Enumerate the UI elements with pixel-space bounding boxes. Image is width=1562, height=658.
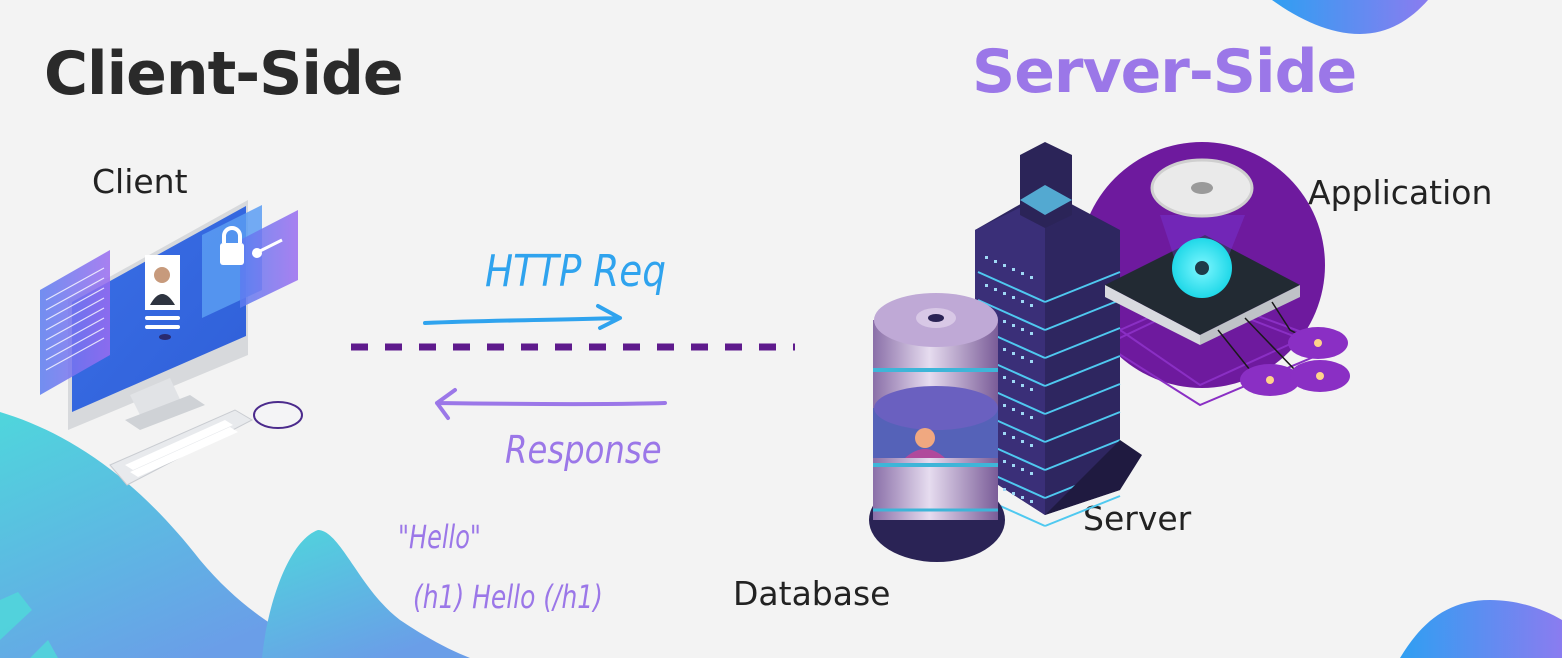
rack-led bbox=[1021, 356, 1024, 359]
blob-bottom-right bbox=[1400, 600, 1562, 658]
rack-led bbox=[1021, 272, 1024, 275]
rack-led bbox=[1003, 292, 1006, 295]
rack-slot-divider bbox=[1044, 495, 1121, 527]
rack-led bbox=[1012, 352, 1015, 355]
rack-led bbox=[1030, 332, 1033, 335]
rack-led bbox=[1003, 404, 1006, 407]
rack-led bbox=[1030, 472, 1033, 475]
rack-led bbox=[1003, 348, 1006, 351]
rack-led bbox=[1003, 264, 1006, 267]
rack-slot-divider bbox=[1044, 271, 1121, 303]
rack-slot-divider bbox=[1044, 299, 1121, 331]
blob-bottom-left-2 bbox=[262, 530, 470, 658]
rack-led bbox=[985, 256, 988, 259]
rack-led bbox=[1003, 460, 1006, 463]
rack-led bbox=[1030, 360, 1033, 363]
rack-led bbox=[994, 260, 997, 263]
rack-led bbox=[994, 288, 997, 291]
rack-slot-divider bbox=[1044, 355, 1121, 387]
rack-led bbox=[1030, 444, 1033, 447]
rack-led bbox=[1030, 388, 1033, 391]
server-rack-icon bbox=[975, 142, 1142, 527]
rack-led bbox=[1003, 488, 1006, 491]
rack-led bbox=[1012, 436, 1015, 439]
rack-led bbox=[1012, 380, 1015, 383]
rack-led bbox=[1021, 468, 1024, 471]
client-label: Client bbox=[92, 162, 188, 201]
response-arrow bbox=[435, 388, 667, 420]
rack-led bbox=[1012, 492, 1015, 495]
example-html-annotation: (h1) Hello (/h1) bbox=[413, 578, 603, 616]
rack-led bbox=[1012, 464, 1015, 467]
rack-slot-divider bbox=[1044, 439, 1121, 471]
server-side-heading: Server-Side bbox=[972, 37, 1357, 107]
rack-slot-divider bbox=[1044, 383, 1121, 415]
rack-led bbox=[1012, 408, 1015, 411]
server-label: Server bbox=[1083, 499, 1192, 538]
rack-led bbox=[1012, 268, 1015, 271]
rack-led bbox=[1021, 496, 1024, 499]
response-annotation: Response bbox=[505, 428, 662, 472]
rack-led bbox=[1003, 376, 1006, 379]
rack-led bbox=[1003, 432, 1006, 435]
rack-led bbox=[1030, 304, 1033, 307]
rack-led bbox=[1021, 384, 1024, 387]
blob-bottom-left bbox=[0, 412, 330, 658]
rack-slot-divider bbox=[1044, 327, 1121, 359]
request-annotation: HTTP Req bbox=[485, 246, 666, 297]
rack-led bbox=[1030, 500, 1033, 503]
rack-led bbox=[1021, 440, 1024, 443]
client-side-heading: Client-Side bbox=[44, 39, 404, 109]
rack-led bbox=[1012, 296, 1015, 299]
rack-slot-divider bbox=[977, 299, 1046, 331]
request-arrow bbox=[423, 304, 622, 330]
rack-led bbox=[985, 284, 988, 287]
gear-chip-icon bbox=[1105, 158, 1350, 396]
application-label: Application bbox=[1308, 173, 1493, 212]
rack-led bbox=[1003, 320, 1006, 323]
blob-top-right bbox=[1272, 0, 1428, 34]
rack-led bbox=[1021, 412, 1024, 415]
rack-slot-divider bbox=[977, 271, 1046, 303]
rack-slot-divider bbox=[1044, 411, 1121, 443]
database-stack-icon bbox=[869, 293, 1005, 562]
rack-led bbox=[1012, 324, 1015, 327]
database-label: Database bbox=[733, 574, 891, 613]
rack-led bbox=[1030, 416, 1033, 419]
rack-led bbox=[1021, 328, 1024, 331]
example-string-annotation: "Hello" bbox=[398, 518, 481, 556]
rack-led bbox=[1030, 276, 1033, 279]
rack-led bbox=[1021, 300, 1024, 303]
